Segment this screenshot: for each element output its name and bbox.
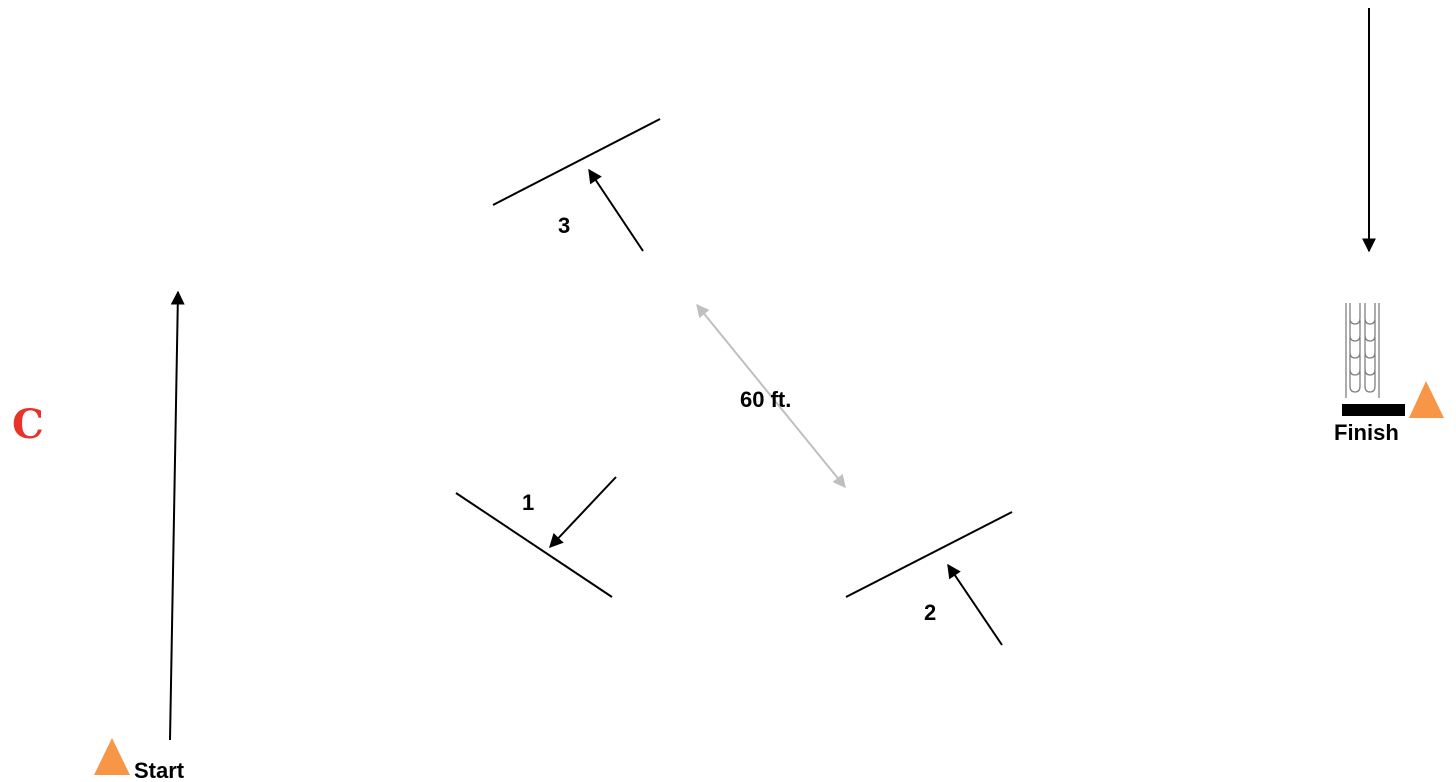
jump-2-rail	[845, 511, 1013, 598]
start-cone-icon	[94, 738, 130, 775]
jump-1-direction-arrow	[549, 476, 617, 549]
arena-letter-c: C	[12, 401, 44, 448]
jump-1-number: 1	[522, 490, 534, 515]
jump-1-rail	[455, 492, 613, 598]
finish-standard-icon	[1345, 303, 1380, 398]
finish-label: Finish	[1334, 420, 1399, 445]
jump-3-rail	[492, 118, 661, 206]
jump-2-number: 2	[924, 600, 936, 625]
opening-path-arrow	[169, 290, 185, 741]
distance-measure-arrow	[696, 303, 846, 489]
jump-3-number: 3	[558, 213, 570, 238]
finish-cone-icon	[1409, 381, 1444, 418]
jump-3-direction-arrow	[588, 168, 644, 252]
jump-2-direction-arrow	[947, 563, 1003, 646]
start-label: Start	[134, 758, 185, 782]
finish-line-bar	[1342, 404, 1405, 416]
distance-label: 60 ft.	[740, 387, 791, 412]
